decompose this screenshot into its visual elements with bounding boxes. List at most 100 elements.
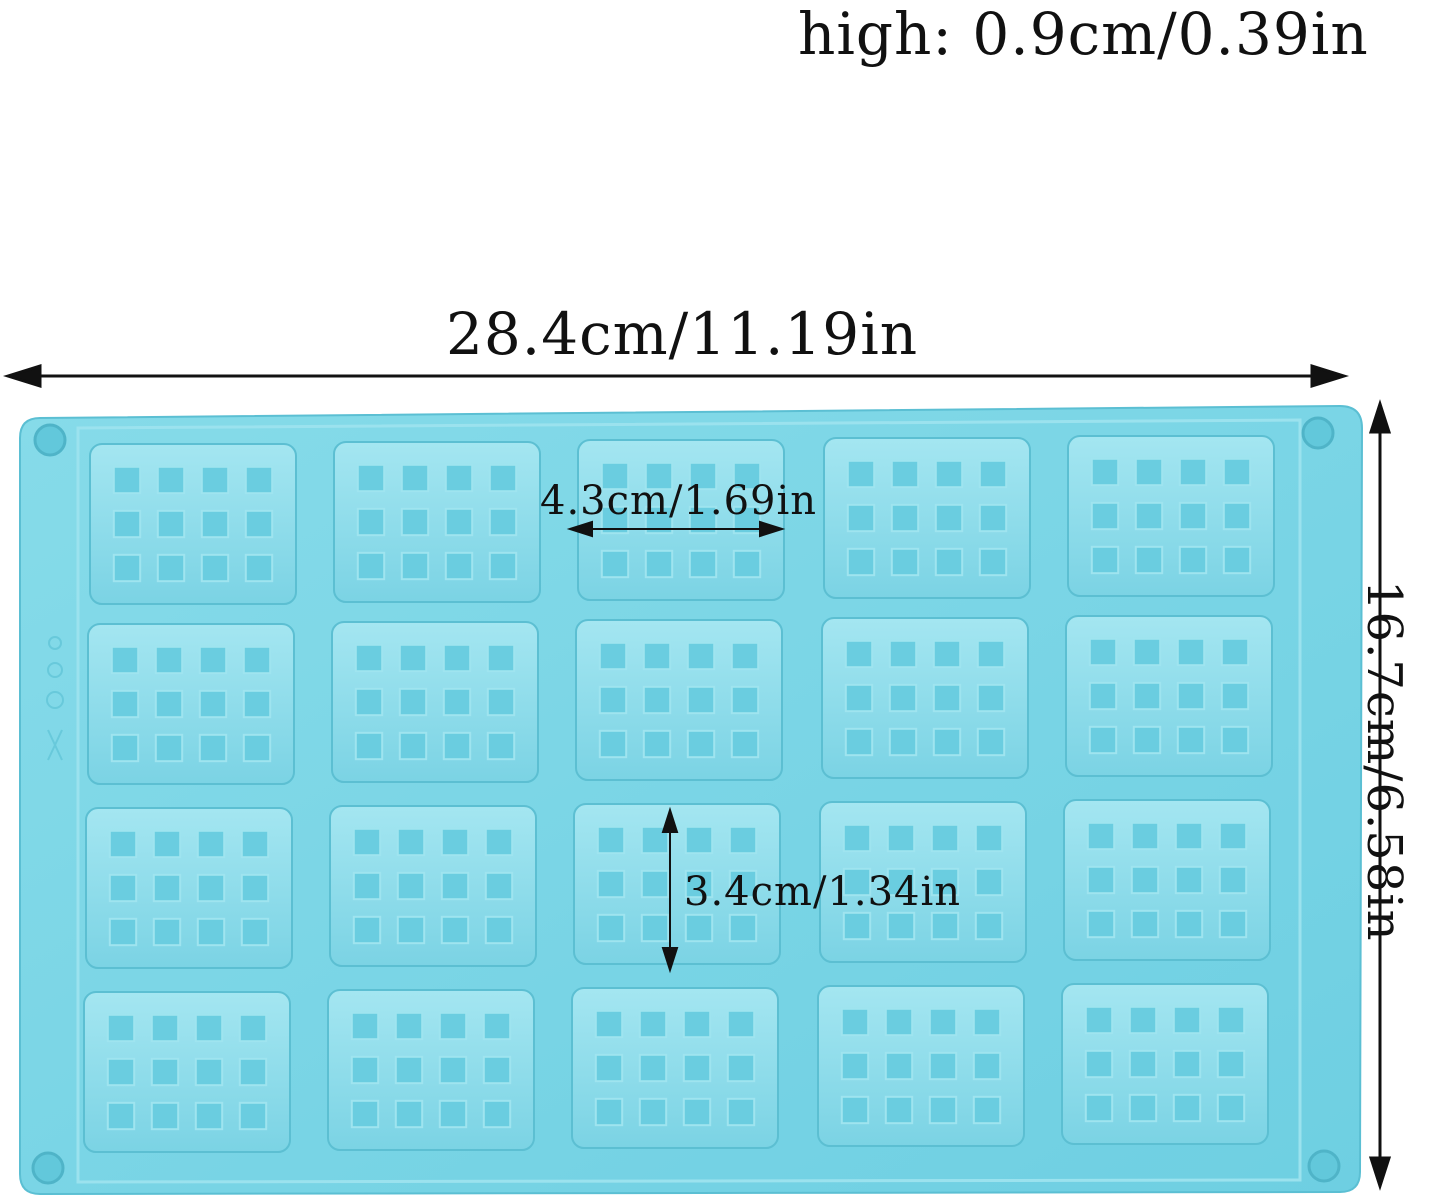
- waffle-square: [1128, 1093, 1158, 1123]
- waffle-square: [640, 869, 670, 899]
- waffle-square: [596, 913, 626, 943]
- waffle-square: [972, 1007, 1002, 1037]
- waffle-square: [638, 1097, 668, 1127]
- waffle-square: [974, 867, 1004, 897]
- waffle-square: [242, 689, 272, 719]
- waffle-square: [486, 643, 516, 673]
- waffle-square: [1176, 681, 1206, 711]
- waffle-square: [934, 459, 964, 489]
- waffle-square: [928, 1051, 958, 1081]
- waffle-square: [1222, 545, 1252, 575]
- waffle-square: [1132, 725, 1162, 755]
- waffle-square: [886, 867, 916, 897]
- waffle-square: [930, 867, 960, 897]
- waffle-square: [1220, 681, 1250, 711]
- waffle-square: [730, 641, 760, 671]
- width-label: 28.4cm/11.19in: [446, 300, 919, 368]
- waffle-square: [196, 917, 226, 947]
- waffle-square: [486, 687, 516, 717]
- waffle-square: [978, 503, 1008, 533]
- waffle-square: [354, 731, 384, 761]
- waffle-square: [974, 911, 1004, 941]
- waffle-square: [932, 639, 962, 669]
- waffle-square: [974, 823, 1004, 853]
- waffle-cavity: [85, 807, 293, 969]
- waffle-square: [394, 1011, 424, 1041]
- waffle-square: [1086, 821, 1116, 851]
- waffle-square: [154, 645, 184, 675]
- waffle-cavity: [333, 441, 541, 603]
- waffle-square: [442, 643, 472, 673]
- waffle-square: [730, 729, 760, 759]
- waffle-square: [682, 1097, 712, 1127]
- waffle-square: [846, 503, 876, 533]
- waffle-square: [1134, 501, 1164, 531]
- depth-arrow: [1368, 399, 1392, 1191]
- waffle-square: [840, 1007, 870, 1037]
- waffle-square: [356, 507, 386, 537]
- waffle-cavity: [821, 617, 1029, 779]
- waffle-square: [244, 465, 274, 495]
- waffle-square: [396, 827, 426, 857]
- waffle-square: [642, 685, 672, 715]
- waffle-square: [1130, 821, 1160, 851]
- waffle-square: [890, 547, 920, 577]
- waffle-square: [640, 913, 670, 943]
- waffle-square: [396, 871, 426, 901]
- waffle-square: [642, 729, 672, 759]
- waffle-square: [1220, 637, 1250, 667]
- waffle-square: [440, 915, 470, 945]
- waffle-square: [194, 1101, 224, 1131]
- waffle-square: [1172, 1049, 1202, 1079]
- waffle-square: [240, 829, 270, 859]
- waffle-cavity: [89, 443, 297, 605]
- waffle-cavity: [819, 801, 1027, 963]
- waffle-square: [442, 687, 472, 717]
- waffle-square: [844, 727, 874, 757]
- waffle-square: [400, 463, 430, 493]
- waffle-square: [194, 1057, 224, 1087]
- waffle-square: [888, 639, 918, 669]
- waffle-square: [350, 1055, 380, 1085]
- waffle-square: [1088, 637, 1118, 667]
- waffle-square: [600, 549, 630, 579]
- waffle-square: [198, 689, 228, 719]
- waffle-square: [444, 463, 474, 493]
- waffle-cavity: [575, 619, 783, 781]
- waffle-square: [398, 731, 428, 761]
- waffle-square: [486, 731, 516, 761]
- waffle-cavity: [823, 437, 1031, 599]
- waffle-square: [106, 1057, 136, 1087]
- waffle-square: [438, 1099, 468, 1129]
- waffle-cavity: [571, 987, 779, 1149]
- waffle-square: [846, 547, 876, 577]
- waffle-square: [728, 869, 758, 899]
- cell-height-arrow: [661, 806, 679, 974]
- waffle-square: [242, 645, 272, 675]
- waffle-cavity: [1061, 983, 1269, 1145]
- waffle-square: [1174, 909, 1204, 939]
- waffle-square: [1086, 909, 1116, 939]
- waffle-square: [112, 465, 142, 495]
- waffle-square: [888, 727, 918, 757]
- waffle-square: [1172, 1093, 1202, 1123]
- waffle-square: [438, 1011, 468, 1041]
- waffle-square: [978, 547, 1008, 577]
- waffle-square: [398, 687, 428, 717]
- waffle-square: [890, 503, 920, 533]
- waffle-square: [354, 643, 384, 673]
- waffle-square: [1218, 865, 1248, 895]
- waffle-cavity: [817, 985, 1025, 1147]
- waffle-square: [884, 1051, 914, 1081]
- waffle-square: [110, 689, 140, 719]
- waffle-square: [1216, 1093, 1246, 1123]
- waffle-cavity: [327, 989, 535, 1151]
- waffle-square: [726, 1097, 756, 1127]
- waffle-square: [886, 911, 916, 941]
- waffle-square: [1090, 501, 1120, 531]
- waffle-square: [200, 465, 230, 495]
- waffle-square: [240, 917, 270, 947]
- waffle-square: [240, 873, 270, 903]
- waffle-square: [1128, 1049, 1158, 1079]
